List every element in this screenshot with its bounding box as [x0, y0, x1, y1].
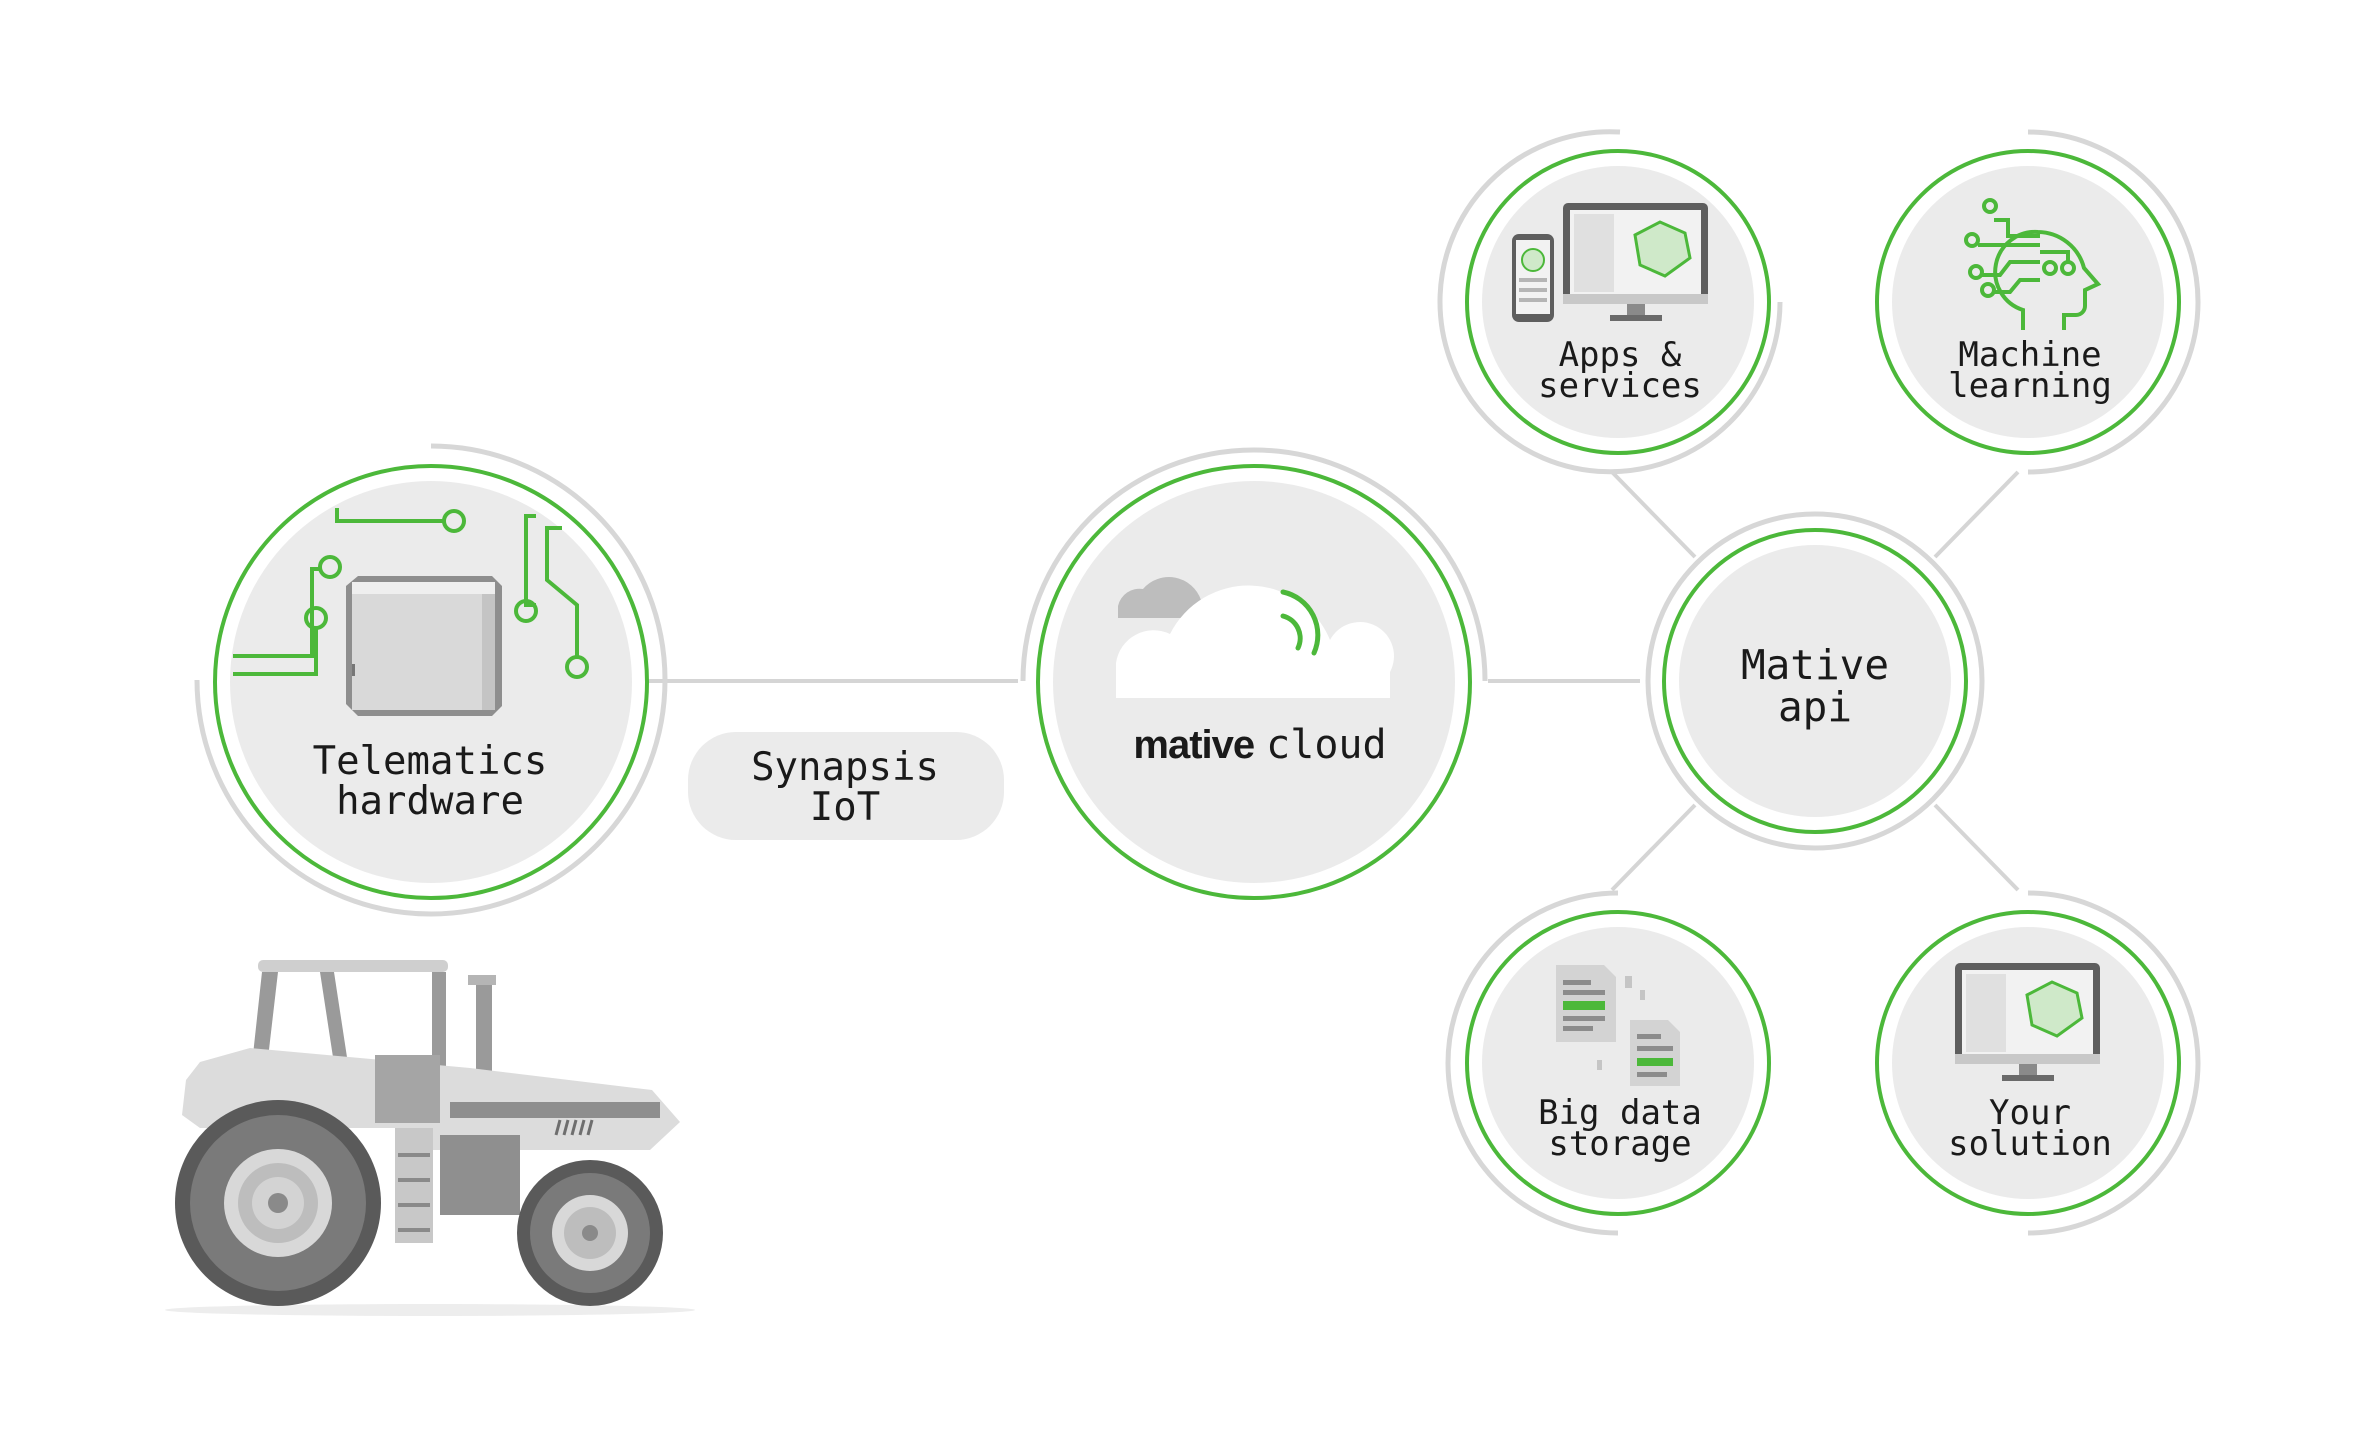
storage-label: Big data storage [1470, 1093, 1770, 1164]
connector-api-solution [1933, 803, 2020, 892]
hardware-label: Telematics hardware [280, 742, 580, 822]
apps-label: Apps & services [1470, 335, 1770, 406]
storage-label-line1: Big data [1538, 1093, 1702, 1133]
synapsis-pill [688, 732, 1004, 840]
cloud-node [1020, 447, 1488, 900]
api-node [1645, 511, 1985, 851]
mative-logo-text: mative [1133, 723, 1255, 767]
ml-node [1875, 129, 2201, 475]
hardware-label-line2: hardware [336, 778, 524, 824]
ml-label-line2: learning [1948, 365, 2112, 406]
solution-label: Your solution [1880, 1093, 2180, 1164]
documents-icon [1556, 965, 1680, 1086]
hardware-node [194, 443, 668, 917]
solution-node [1875, 890, 2201, 1236]
synapsis-label-line2: IoT [809, 784, 881, 830]
phone-monitor-icon [1512, 203, 1708, 322]
storage-node [1445, 890, 1771, 1236]
tractor-icon [165, 960, 695, 1316]
cloud-word: cloud [1266, 722, 1387, 768]
solution-label-line2: solution [1948, 1123, 2112, 1164]
apps-label-line1: Apps & [1558, 335, 1682, 375]
connector-api-ml [1933, 470, 2020, 559]
hardware-label-line1: Telematics [312, 739, 548, 784]
connector-api-storage [1610, 803, 1697, 892]
apps-node [1437, 129, 1783, 475]
solution-label-line1: Your [1989, 1093, 2071, 1133]
connectors [648, 470, 2020, 892]
connector-api-apps [1610, 470, 1697, 559]
ai-head-icon [1964, 198, 2102, 330]
ml-label: Machine learning [1880, 335, 2180, 406]
telematics-box-icon [233, 508, 589, 716]
api-label: Mative api [1700, 641, 1930, 731]
api-label-line1: Mative [1740, 641, 1890, 689]
storage-label-line2: storage [1548, 1123, 1692, 1164]
synapsis-label-line1: Synapsis [751, 745, 939, 790]
synapsis-label: Synapsis IoT [690, 748, 1000, 828]
apps-label-line2: services [1538, 365, 1702, 406]
monitor-icon [1955, 963, 2100, 1081]
api-label-line2: api [1777, 682, 1853, 731]
ml-label-line1: Machine [1958, 335, 2102, 375]
cloud-signal-icon [1116, 577, 1394, 698]
